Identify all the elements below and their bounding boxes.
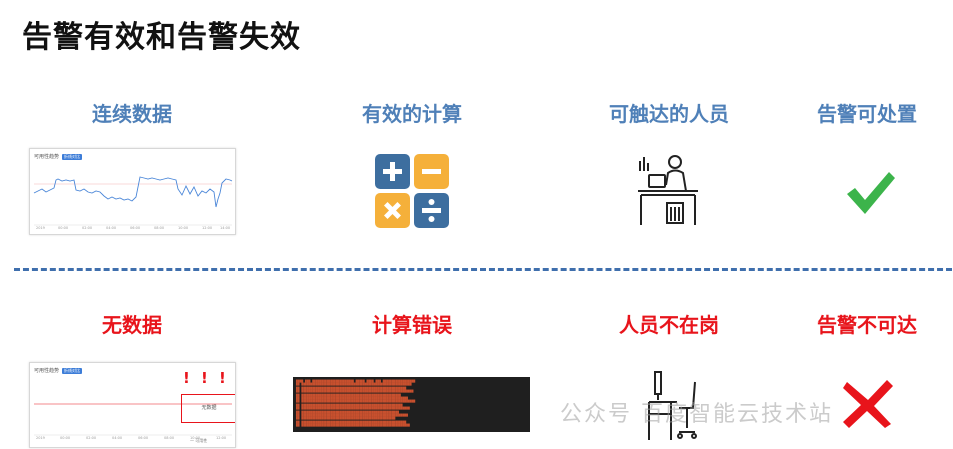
page-title: 告警有效和告警失效	[22, 20, 301, 55]
continuous-data-chart: 可用性趋势折线对比 2019 00:00 02:00 04:00 06:00 08:00…	[29, 148, 236, 235]
no-data-line-svg: 2019 00:00 02:00 04:00 06:00 08:00 10:00 12:0…	[34, 403, 232, 440]
cross-mark-icon	[843, 380, 893, 428]
svg-text:04:00: 04:00	[106, 226, 116, 230]
error-log-panel: ▇▇▇▇ ▇▇▇ ▇▇▇▇▇▇▇▇▇▇▇▇▇▇▇▇▇▇▇▇▇▇▇ ▇▇▇▇▇ ▇…	[293, 377, 530, 432]
thumb-header: 可用性趋势折线对比	[34, 153, 83, 160]
svg-text:08:00: 08:00	[164, 436, 174, 440]
log-line: ▇▇ ▇▇▇▇▇▇▇▇▇▇▇▇▇▇▇▇▇▇▇▇▇▇▇▇▇▇▇▇▇▇▇▇▇▇▇▇▇…	[296, 413, 408, 418]
label-no-data: 无数据	[102, 313, 162, 337]
svg-text:12:00: 12:00	[216, 436, 226, 440]
svg-text:12:00: 12:00	[202, 226, 212, 230]
log-line: ▇▇ ▇▇▇▇▇▇▇▇▇▇▇▇▇▇▇▇▇▇▇▇▇▇▇▇▇▇▇▇▇▇▇▇▇▇▇▇▇…	[296, 409, 399, 414]
log-line: ▇▇▇▇ ▇▇▇ ▇▇▇▇▇▇▇▇▇▇▇▇▇▇▇▇▇▇▇▇▇▇▇ ▇▇▇▇▇ ▇…	[296, 379, 416, 383]
section-divider	[14, 268, 952, 271]
no-data-warning-box: 无数据	[181, 394, 235, 423]
log-line: ▇▇ ▇▇▇▇▇▇▇▇▇▇▇▇▇▇▇▇▇▇▇▇▇▇▇▇▇▇▇▇▇▇▇▇▇▇▇▇▇…	[296, 382, 412, 387]
log-line: ▇▇ ▇▇▇▇▇▇▇▇▇▇▇▇▇▇▇▇▇▇▇▇▇▇▇▇▇▇▇▇▇▇▇▇▇▇▇▇▇…	[296, 392, 401, 397]
log-line: ▇▇ ▇▇▇▇▇▇▇▇▇▇▇▇▇▇▇▇▇▇▇▇▇▇▇▇▇▇▇▇▇▇▇▇▇▇▇▇▇…	[296, 423, 410, 428]
exclamation-icon: !	[201, 369, 208, 387]
calculator-icon	[375, 154, 449, 228]
svg-text:00:00: 00:00	[58, 226, 68, 230]
log-line: ▇▇ ▇▇▇▇▇▇▇▇▇▇▇▇▇▇▇▇▇▇▇▇▇▇▇▇▇▇▇▇▇▇▇▇▇▇▇▇▇…	[296, 416, 396, 421]
continuous-line-svg: 2019 00:00 02:00 04:00 06:00 08:00 10:00 12:0…	[33, 176, 233, 230]
thumb-title: 可用性趋势	[34, 154, 60, 160]
svg-text:02:00: 02:00	[86, 436, 96, 440]
svg-text:2019: 2019	[36, 436, 45, 440]
log-line: ▇▇ ▇▇▇▇▇▇▇▇▇▇▇▇▇▇▇▇▇▇▇▇▇▇▇▇▇▇▇▇▇▇▇▇▇▇▇▇▇…	[296, 402, 403, 407]
log-line: ▇▇ ▇▇▇▇▇▇▇▇▇▇▇▇▇▇▇▇▇▇▇▇▇▇▇▇▇▇▇▇▇▇▇▇▇▇▇▇▇…	[296, 385, 407, 390]
label-actionable-alert: 告警可处置	[817, 102, 917, 126]
label-reachable-staff: 可触达的人员	[609, 102, 729, 126]
no-data-chart: 可用性趋势折线对比 2019 00:00 02:00 04:00 06:00 08:00…	[29, 362, 236, 448]
log-line: ▇▇ ▇▇▇▇▇▇▇▇▇▇▇▇▇▇▇▇▇▇▇▇▇▇▇▇▇▇▇▇▇▇▇▇▇▇▇▇▇…	[296, 399, 416, 404]
svg-text:14:00: 14:00	[220, 226, 230, 230]
log-line: ▇▇ ▇▇▇▇▇▇▇▇▇▇▇▇▇▇▇▇▇▇▇▇▇▇▇▇▇▇▇▇▇▇▇▇▇▇▇▇▇…	[296, 406, 410, 411]
exclamation-icon: !	[183, 369, 190, 387]
thumb-header-bottom: 可用性趋势折线对比	[34, 367, 83, 374]
x-tick-labels: 2019 00:00 02:00 04:00 06:00 08:00 10:00 12:0…	[36, 226, 230, 230]
continuous-series-line	[33, 176, 233, 208]
label-effective-calc: 有效的计算	[362, 102, 462, 126]
label-staff-absent: 人员不在岗	[619, 313, 719, 337]
svg-text:00:00: 00:00	[60, 436, 70, 440]
exclamation-icon: !	[219, 369, 226, 387]
log-line: ▇▇ ▇▇▇▇▇▇▇▇▇▇▇▇▇▇▇▇▇▇▇▇▇▇▇▇▇▇▇▇▇▇▇▇▇▇▇▇▇…	[296, 396, 408, 401]
chart-legend: — 可用性	[190, 438, 208, 443]
check-mark-icon	[845, 170, 897, 216]
svg-text:02:00: 02:00	[82, 226, 92, 230]
label-calc-error: 计算错误	[372, 313, 452, 337]
log-line: ▇▇ ▇▇▇▇▇▇▇▇▇▇▇▇▇▇▇▇▇▇▇▇▇▇▇▇▇▇▇▇▇▇▇▇▇▇▇▇▇…	[296, 419, 407, 424]
svg-text:08:00: 08:00	[154, 226, 164, 230]
thumb-title-bottom: 可用性趋势	[34, 368, 60, 374]
svg-text:2019: 2019	[36, 226, 45, 230]
thumb-chip: 折线对比	[62, 154, 83, 160]
person-at-desk-icon	[637, 153, 699, 227]
x-tick-labels-bottom: 2019 00:00 02:00 04:00 06:00 08:00 10:00 12:0…	[36, 436, 226, 440]
svg-text:06:00: 06:00	[138, 436, 148, 440]
label-continuous-data: 连续数据	[92, 102, 172, 126]
svg-text:04:00: 04:00	[112, 436, 122, 440]
svg-text:10:00: 10:00	[178, 226, 188, 230]
empty-desk-icon	[643, 370, 701, 442]
svg-text:10:00: 10:00	[190, 436, 200, 440]
svg-text:06:00: 06:00	[130, 226, 140, 230]
log-line: ▇▇ ▇▇▇▇▇▇▇▇▇▇▇▇▇▇▇▇▇▇▇▇▇▇▇▇▇▇▇▇▇▇▇▇▇▇▇▇▇…	[296, 389, 414, 394]
thumb-chip-bottom: 折线对比	[62, 368, 83, 374]
label-alert-unreachable: 告警不可达	[817, 313, 917, 337]
watermark-text: 公众号 百度智能云技术站	[560, 402, 833, 427]
